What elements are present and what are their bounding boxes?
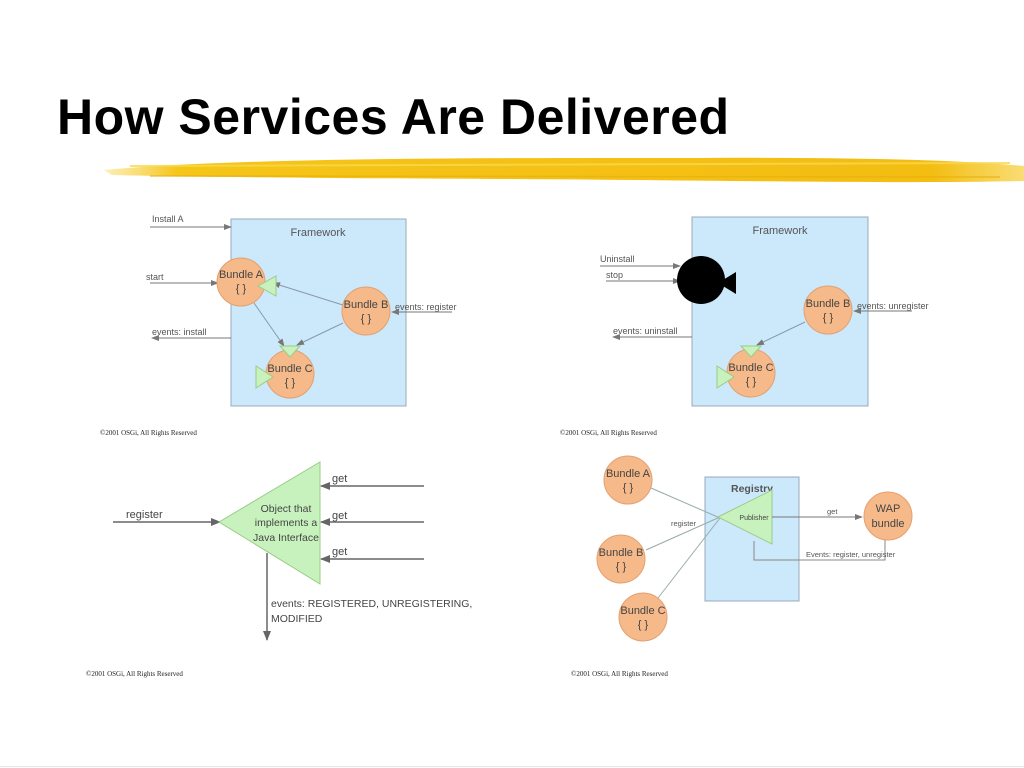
publisher-label: Publisher	[739, 515, 769, 522]
copyright-3: ©2001 OSGi, All Rights Reserved	[86, 670, 183, 678]
events-label: Events: register, unregister	[806, 550, 896, 559]
bundle-c-braces: { }	[638, 619, 649, 631]
bundle-b-node	[341, 286, 391, 336]
get-label: get	[827, 507, 838, 516]
bundle-c-left-triangle	[255, 365, 274, 389]
framework-label: Framework	[752, 225, 808, 237]
events-line-2: MODIFIED	[271, 613, 323, 625]
events-register-label: events: register	[395, 302, 457, 312]
wap-bundle-node	[863, 491, 913, 541]
copyright-2: ©2001 OSGi, All Rights Reserved	[560, 429, 657, 437]
diagram-install-start: Framework Install A start events: instal…	[100, 214, 457, 437]
framework-label: Framework	[290, 227, 346, 239]
events-uninstall-label: events: uninstall	[613, 326, 678, 336]
diagram-uninstall-stop: Framework Uninstall stop events: uninsta…	[560, 216, 929, 437]
bundle-a-node	[216, 257, 266, 307]
register-label: register	[671, 519, 697, 528]
bundle-a-service-triangle	[256, 275, 277, 297]
object-line-2: implements a	[255, 517, 318, 529]
stop-label: stop	[606, 270, 623, 280]
get-label-1: get	[332, 473, 347, 485]
bundle-b-braces: { }	[361, 313, 372, 325]
copyright-1: ©2001 OSGi, All Rights Reserved	[100, 429, 197, 437]
footer-divider	[0, 766, 1024, 767]
diagram-service-object: register Object that implements a Java I…	[86, 461, 472, 678]
bundle-c-braces: { }	[746, 376, 757, 388]
events-install-label: events: install	[152, 327, 207, 337]
uninstall-label: Uninstall	[600, 254, 635, 264]
registry-label: Registry	[731, 483, 773, 495]
copyright-4: ©2001 OSGi, All Rights Reserved	[571, 670, 668, 678]
events-line-1: events: REGISTERED, UNREGISTERING,	[271, 598, 472, 610]
bundle-a-braces: { }	[236, 283, 247, 295]
object-line-3: Java Interface	[253, 532, 319, 544]
wap-line-2: bundle	[871, 518, 904, 530]
bundle-c-name: Bundle C	[728, 362, 773, 374]
wap-line-1: WAP	[876, 503, 901, 515]
bundle-b-node	[596, 534, 646, 584]
install-label: Install A	[152, 214, 184, 224]
bundle-c-name: Bundle C	[620, 605, 665, 617]
get-label-2: get	[332, 510, 347, 522]
bundle-a-node	[603, 455, 653, 505]
register-label: register	[126, 509, 163, 521]
slide-title: How Services Are Delivered	[57, 89, 730, 145]
bundle-a-braces: { }	[623, 482, 634, 494]
bundle-b-name: Bundle B	[599, 547, 644, 559]
bundle-b-braces: { }	[823, 312, 834, 324]
bundle-b-node	[803, 285, 853, 335]
bundle-b-name: Bundle B	[344, 299, 389, 311]
registry-box	[704, 476, 800, 602]
bundle-b-braces: { }	[616, 561, 627, 573]
bundle-c-node	[618, 592, 668, 642]
diagram-registry: Registry register Publisher get Events: …	[571, 455, 913, 678]
get-label-3: get	[332, 546, 347, 558]
bundle-c-name: Bundle C	[267, 363, 312, 375]
start-label: start	[146, 272, 164, 282]
title-underline-brush	[104, 157, 1024, 183]
events-unregister-label: events: unregister	[857, 301, 929, 311]
bundle-a-removed-node	[677, 256, 725, 304]
bundle-c-braces: { }	[285, 377, 296, 389]
bundle-a-name: Bundle A	[606, 468, 651, 480]
bundle-c-top-triangle	[278, 345, 302, 358]
bundle-a-removed-triangle	[718, 272, 736, 294]
bundle-a-name: Bundle A	[219, 269, 264, 281]
bundle-b-name: Bundle B	[806, 298, 851, 310]
object-line-1: Object that	[261, 503, 312, 515]
bundle-c-top-triangle	[739, 345, 763, 358]
bundle-c-left-triangle	[716, 365, 735, 389]
